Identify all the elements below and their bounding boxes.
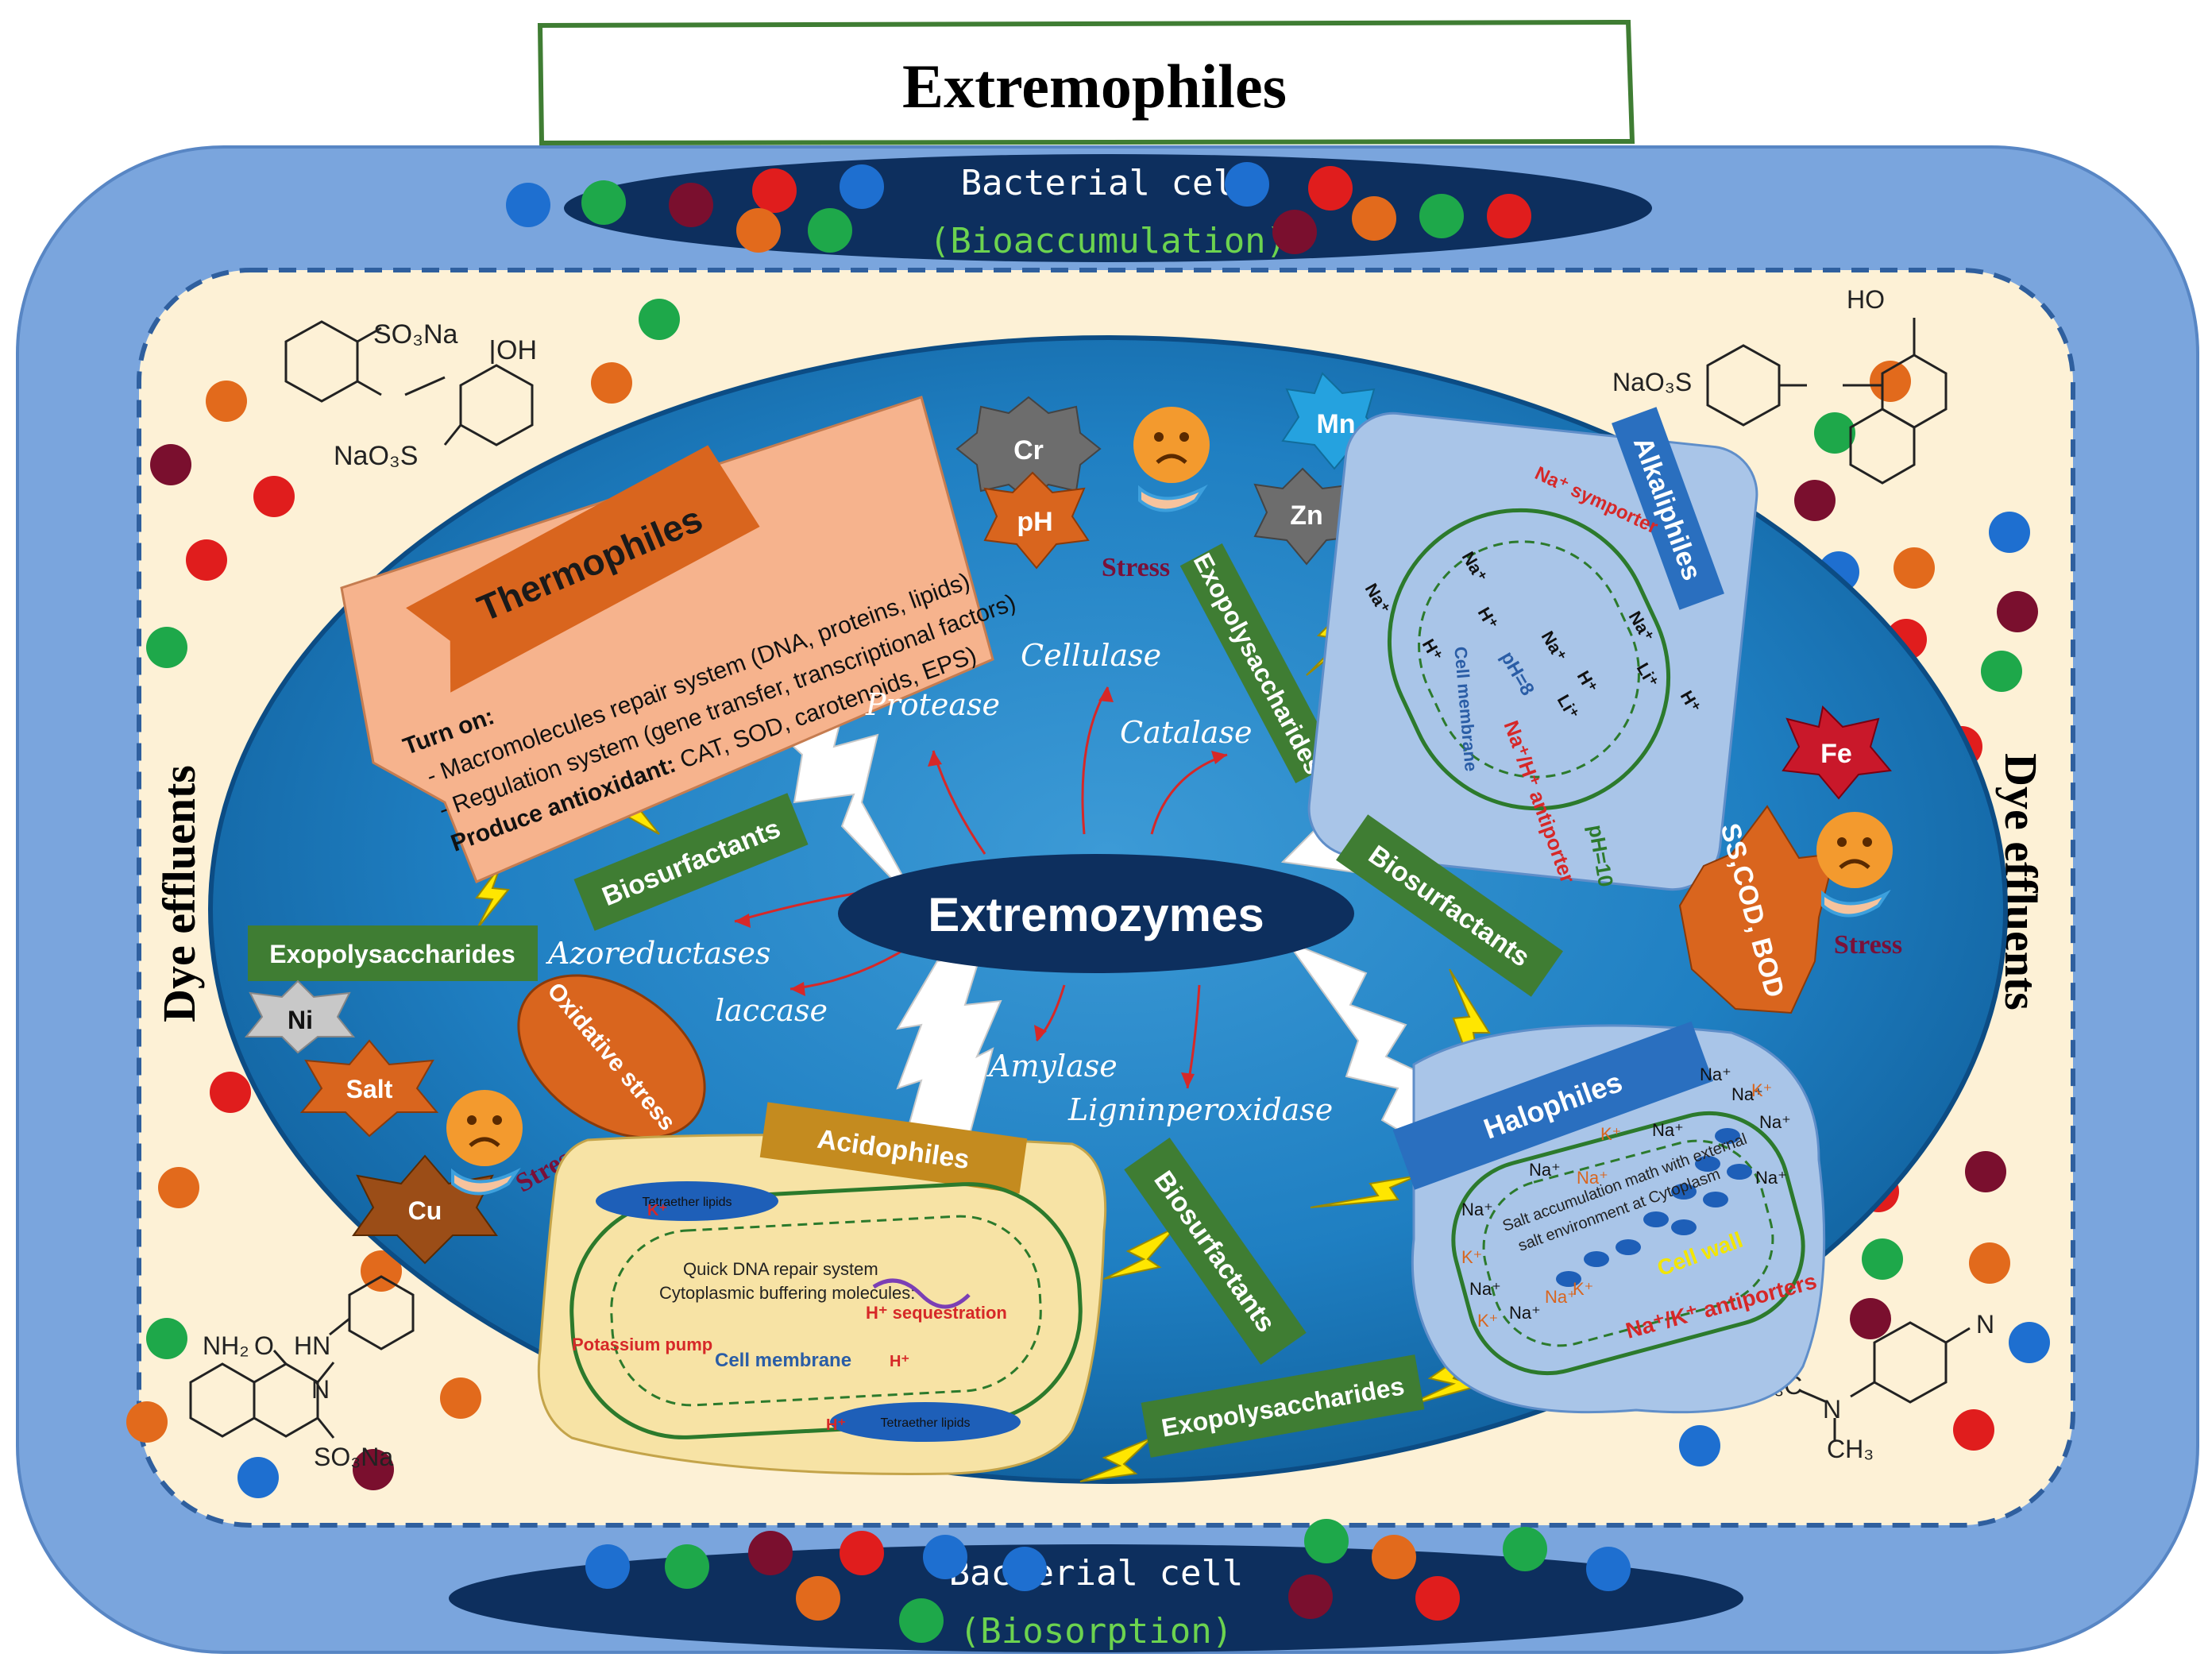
- mn-label: Mn: [1316, 409, 1355, 439]
- dye-particles: [126, 162, 2050, 1643]
- fe-star: [1782, 705, 1892, 800]
- mol3-nh2: NH₂: [203, 1331, 249, 1360]
- ph-star: [983, 471, 1090, 570]
- halo-ion: Na⁺: [1469, 1279, 1501, 1299]
- bottom-cell-process: (Biosorption): [959, 1611, 1233, 1652]
- top-cell-process: (Bioaccumulation): [929, 221, 1287, 261]
- halo-ion: Na⁺: [1545, 1287, 1577, 1307]
- fe-label: Fe: [1820, 739, 1852, 769]
- enzyme-azoreductases: Azoreductases: [546, 936, 771, 971]
- halo-ion: Na⁺: [1461, 1200, 1493, 1219]
- enzyme-protease: Protease: [865, 687, 1000, 722]
- dye-effluents-left: Dye effluents: [153, 765, 205, 1022]
- enzyme-laccase: laccase: [715, 993, 828, 1028]
- mol4-n: N: [1823, 1395, 1841, 1424]
- salt-star: [299, 1039, 439, 1138]
- halo-ion: Na⁺: [1529, 1160, 1561, 1180]
- enzyme-ligninperoxidase: Ligninperoxidase: [1067, 1092, 1333, 1127]
- alkaliphiles-panel: [1307, 411, 1758, 891]
- mol2-ho: HO: [1847, 285, 1885, 314]
- alkaliphile-membrane: [1418, 540, 1640, 779]
- mol3-o: O: [254, 1331, 274, 1360]
- dye-molecule-1: [284, 320, 534, 446]
- mol1-so3na: SO₃Na: [373, 319, 458, 350]
- halo-ion: K⁺: [1600, 1124, 1621, 1144]
- acid-buffering: Cytoplasmic buffering molecules:: [659, 1283, 915, 1303]
- acid-dna-repair: Quick DNA repair system: [683, 1259, 878, 1279]
- acid-membrane: Cell membrane: [715, 1350, 851, 1371]
- oxidative-stress-node: [517, 974, 706, 1139]
- cu-label: Cu: [408, 1196, 442, 1225]
- halo-ion: K⁺: [1573, 1279, 1593, 1299]
- tetraether-lipids-top: [596, 1181, 778, 1221]
- halo-ion: Na⁺: [1577, 1168, 1608, 1188]
- halophile-membrane: [1482, 1139, 1774, 1347]
- halo-ion: K⁺: [1477, 1311, 1498, 1331]
- halophile-vesicles: [1556, 1128, 1752, 1287]
- enzyme-arrowheads: [735, 687, 1227, 1088]
- yellow-bolts: [475, 603, 1491, 1482]
- ph-label: pH: [1017, 507, 1052, 537]
- halo-ion: Na⁺: [1755, 1168, 1787, 1188]
- extremozymes-node: [838, 854, 1354, 973]
- mol2-naso3s: NaO₃S: [1612, 368, 1692, 396]
- halo-ion: K⁺: [1461, 1247, 1482, 1267]
- mol3-n: N: [311, 1375, 330, 1404]
- acid-pump: Potassium pump: [572, 1335, 712, 1354]
- acid-ion-k: K⁺: [647, 1202, 667, 1219]
- halo-ion: Na⁺: [1652, 1120, 1684, 1140]
- alkaliphile-cell: [1387, 508, 1671, 811]
- salt-label: Salt: [346, 1075, 393, 1103]
- acid-tetraether-bottom: Tetraether lipids: [881, 1416, 971, 1430]
- acid-ion-h: H⁺: [826, 1416, 846, 1434]
- dye-molecule-2: [1706, 318, 1948, 485]
- stress-right-label: Stress: [1834, 930, 1902, 960]
- mol1-naso3s: NaO₃S: [334, 441, 418, 471]
- stress-top-label: Stress: [1102, 553, 1170, 582]
- mol3-hn: HN: [294, 1331, 330, 1360]
- bottom-cell-label: Bacterial cell: [949, 1553, 1244, 1594]
- exopoly-left: [248, 925, 538, 981]
- enzyme-cellulase: Cellulase: [1021, 638, 1161, 673]
- acidophile-membrane: [610, 1215, 1042, 1407]
- title-box: [537, 19, 1635, 146]
- enzyme-catalase: Catalase: [1120, 715, 1252, 750]
- thermophiles-panel: [340, 396, 994, 883]
- mol3-so3na: SO₃Na: [314, 1443, 393, 1471]
- halo-ion: Na⁺: [1731, 1084, 1763, 1104]
- enzyme-amylase: Amylase: [986, 1049, 1118, 1084]
- halo-ion: Na⁺: [1700, 1064, 1731, 1084]
- dna-helix-icon: [872, 1278, 971, 1309]
- mol4-n2: N: [1976, 1310, 1994, 1339]
- exopoly-left-label: Exopolysaccharides: [269, 940, 515, 968]
- ni-star: [244, 979, 356, 1054]
- acid-tetraether-top: Tetraether lipids: [643, 1196, 732, 1209]
- mol4-ch3: CH₃: [1827, 1435, 1874, 1463]
- ni-label: Ni: [288, 1006, 313, 1034]
- diagram-title: Extremophiles: [902, 52, 1287, 121]
- halophile-cell-wall: [1451, 1111, 1805, 1376]
- dye-molecule-4: [1798, 1321, 1971, 1442]
- tetraether-lipids-bottom: [830, 1402, 1021, 1442]
- zn-label: Zn: [1290, 500, 1323, 531]
- dye-molecule-3: [189, 1275, 415, 1439]
- extremozymes-label: Extremozymes: [928, 888, 1264, 941]
- acidophile-cell: [569, 1182, 1083, 1439]
- halo-ion: Na⁺: [1509, 1303, 1541, 1323]
- halo-ion: K⁺: [1751, 1080, 1772, 1100]
- cr-label: Cr: [1013, 435, 1044, 466]
- top-cell-label: Bacterial cell: [961, 163, 1256, 203]
- acidophiles-title-tab: Acidophiles: [759, 1102, 1028, 1194]
- acid-ion-h: H⁺: [890, 1353, 909, 1370]
- halo-ion: Na⁺: [1759, 1112, 1791, 1132]
- halo-ions: Na⁺ Na⁺ Na⁺ K⁺ Na⁺ Na⁺ Na⁺ K⁺ Na⁺ Na⁺ K⁺…: [1461, 1064, 1791, 1331]
- mol1-oh: OH: [496, 335, 537, 365]
- mn-star: [1281, 372, 1388, 470]
